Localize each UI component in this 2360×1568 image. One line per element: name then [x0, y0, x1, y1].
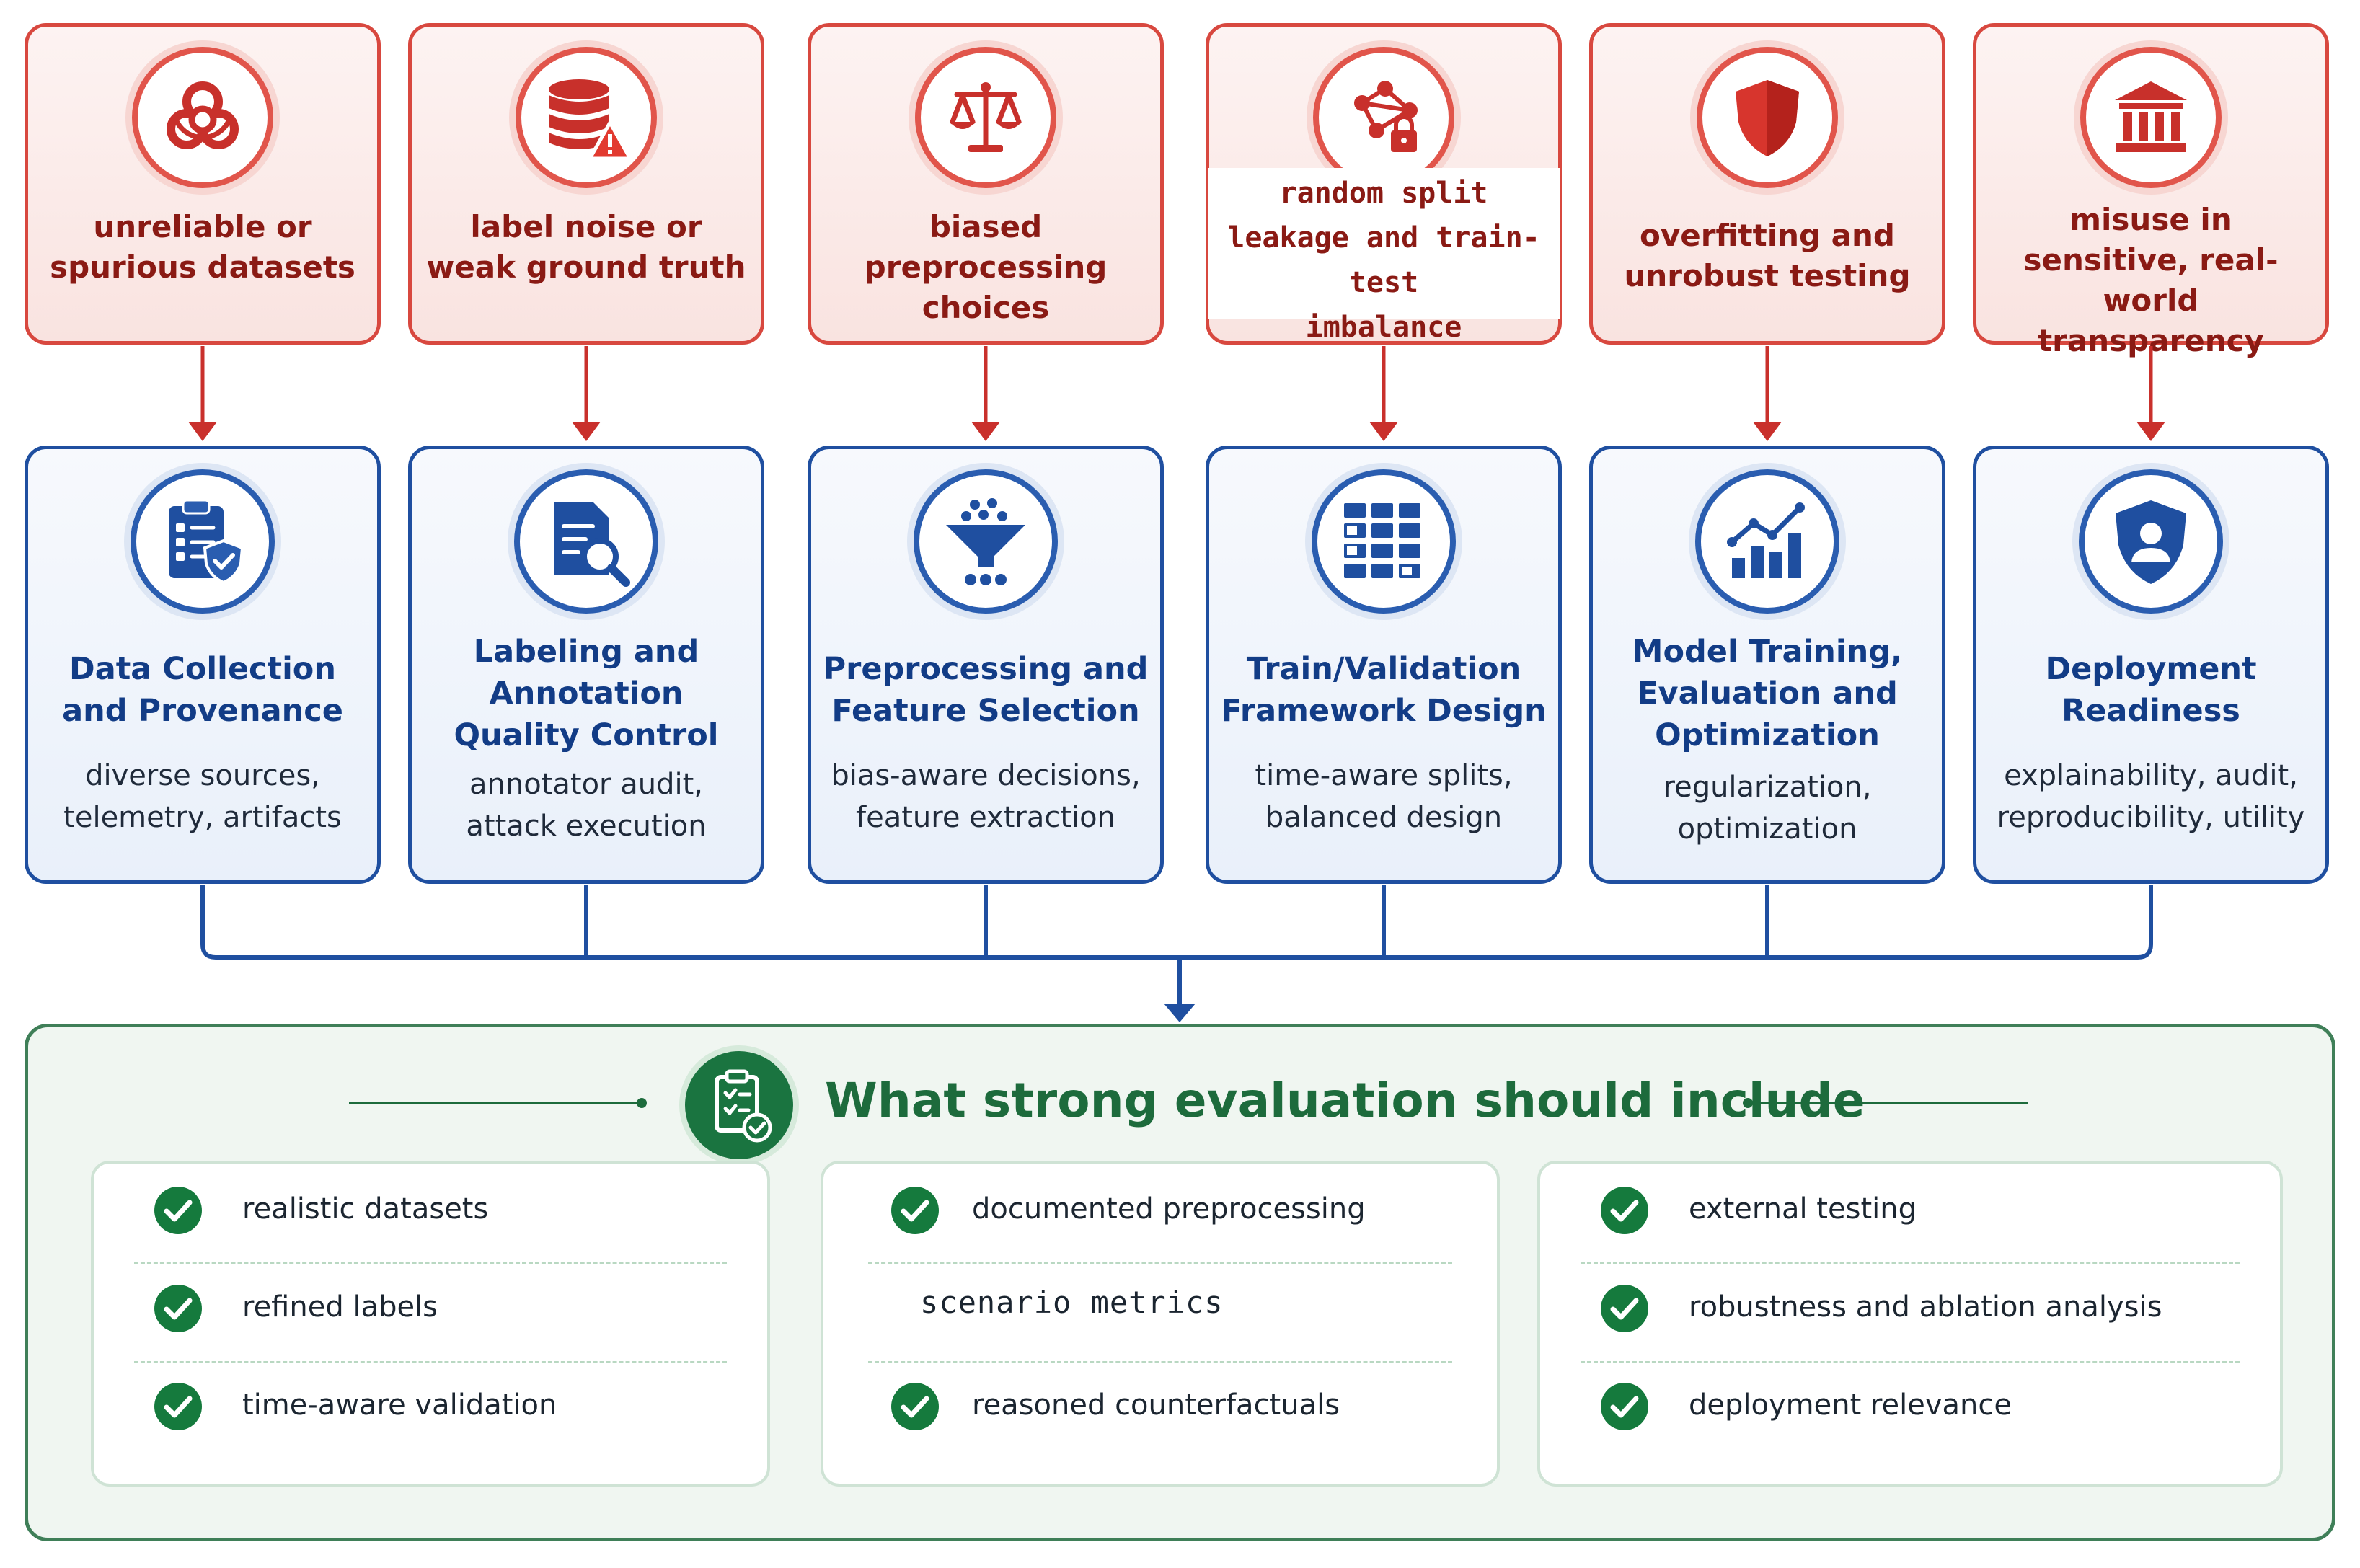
check-icon	[891, 1383, 939, 1430]
divider	[134, 1361, 727, 1363]
risk-box-preprocessing: biased preprocessing choices	[808, 23, 1164, 345]
evaluation-header-decor	[349, 1098, 2028, 1108]
divider	[134, 1262, 727, 1264]
stage-box-model-training: Model Training, Evaluation and Optimizat…	[1589, 446, 1945, 884]
evaluation-item-label: robustness and ablation analysis	[1689, 1290, 2162, 1324]
evaluation-item-label: time-aware validation	[242, 1388, 557, 1422]
risk-label: unreliable or spurious datasets	[50, 209, 355, 285]
check-icon	[154, 1187, 202, 1234]
evaluation-column: realistic datasets refined labels time-a…	[91, 1161, 770, 1487]
stage-description: explainability, audit, reproducibility, …	[1997, 759, 2305, 834]
divider	[868, 1361, 1452, 1363]
risk-label: overfitting and unrobust testing	[1624, 218, 1911, 293]
evaluation-item: documented preprocessing	[823, 1164, 1497, 1257]
risk-label: random split leakage and train-test imba…	[1208, 168, 1560, 344]
stage-box-deployment: Deployment Readiness explainability, aud…	[1973, 446, 2329, 884]
stage-title: Model Training, Evaluation and Optimizat…	[1632, 634, 1903, 753]
risk-box-misuse: misuse in sensitive, real-world transpar…	[1973, 23, 2329, 358]
risk-arrow-head	[971, 422, 1000, 441]
stage-description: regularization, optimization	[1663, 771, 1872, 846]
clipboard-check-icon	[131, 469, 275, 614]
user-shield-icon	[2079, 469, 2223, 614]
stage-box-labeling: Labeling and Annotation Quality Control …	[408, 446, 764, 884]
risk-box-datasets: unreliable or spurious datasets	[25, 23, 381, 345]
evaluation-item-label: external testing	[1689, 1192, 1917, 1226]
risk-label: label noise or weak ground truth	[426, 209, 746, 285]
divider	[1581, 1262, 2240, 1264]
evaluation-column: external testing robustness and ablation…	[1537, 1161, 2283, 1487]
evaluation-item-label: refined labels	[242, 1290, 438, 1324]
evaluation-item: deployment relevance	[1540, 1360, 2280, 1453]
stage-bus	[200, 885, 2153, 960]
divider	[868, 1262, 1452, 1264]
grid-icon	[1312, 469, 1456, 614]
bar-chart-trend-icon	[1695, 469, 1839, 614]
evaluation-item: time-aware validation	[94, 1360, 767, 1453]
stage-description: annotator audit, attack execution	[466, 768, 707, 843]
network-lock-icon	[1313, 47, 1454, 188]
check-icon	[154, 1285, 202, 1332]
evaluation-item: reasoned counterfactuals	[823, 1360, 1497, 1453]
risk-arrow-head	[188, 422, 217, 441]
scales-icon	[915, 47, 1056, 188]
institution-icon	[2080, 47, 2222, 188]
stage-title: Labeling and Annotation Quality Control	[454, 634, 719, 753]
divider	[1581, 1361, 2240, 1363]
funnel-icon	[914, 469, 1058, 614]
risk-box-overfitting: overfitting and unrobust testing	[1589, 23, 1945, 345]
stage-title: Preprocessing and Feature Selection	[823, 651, 1149, 729]
evaluation-item-label: reasoned counterfactuals	[972, 1388, 1340, 1422]
stage-title: Data Collection and Provenance	[62, 651, 343, 729]
risk-box-split-leakage: random split leakage and train-test imba…	[1206, 23, 1562, 345]
risk-label: misuse in sensitive, real-world transpar…	[2023, 202, 2279, 358]
evaluation-item-label: scenario metrics	[920, 1285, 1224, 1320]
database-warning-icon	[516, 47, 657, 188]
stage-description: bias-aware decisions, feature extraction	[831, 759, 1141, 834]
evaluation-item: realistic datasets	[94, 1164, 767, 1257]
risk-arrow-head	[2136, 422, 2165, 441]
clipboard-check-icon	[685, 1051, 793, 1159]
document-search-icon	[514, 469, 658, 614]
evaluation-item: refined labels	[94, 1262, 767, 1355]
stage-title: Train/Validation Framework Design	[1221, 651, 1547, 729]
evaluation-item-label: deployment relevance	[1689, 1388, 2012, 1422]
stage-description: diverse sources, telemetry, artifacts	[63, 759, 342, 834]
evaluation-item: external testing	[1540, 1164, 2280, 1257]
check-icon	[1601, 1187, 1648, 1234]
check-icon	[891, 1187, 939, 1234]
stage-box-data-collection: Data Collection and Provenance diverse s…	[25, 446, 381, 884]
check-icon	[1601, 1383, 1648, 1430]
evaluation-item: robustness and ablation analysis	[1540, 1262, 2280, 1355]
check-icon	[154, 1383, 202, 1430]
evaluation-title: What strong evaluation should include	[825, 1073, 1865, 1128]
stage-box-train-validation: Train/Validation Framework Design time-a…	[1206, 446, 1562, 884]
stage-bus-arrow-head	[1164, 1004, 1196, 1022]
evaluation-column: documented preprocessing scenario metric…	[821, 1161, 1500, 1487]
risk-label: biased preprocessing choices	[864, 209, 1108, 325]
connector-lines	[188, 346, 2165, 1022]
stage-box-preprocessing: Preprocessing and Feature Selection bias…	[808, 446, 1164, 884]
shield-icon	[1697, 47, 1838, 188]
risk-box-labels: label noise or weak ground truth	[408, 23, 764, 345]
risk-arrow-head	[572, 422, 601, 441]
biohazard-icon	[132, 47, 273, 188]
evaluation-item-label: realistic datasets	[242, 1192, 489, 1226]
risk-arrow-head	[1369, 422, 1398, 441]
evaluation-item: scenario metrics	[823, 1262, 1497, 1355]
evaluation-item-label: documented preprocessing	[972, 1192, 1366, 1226]
risk-arrow-head	[1753, 422, 1782, 441]
stage-description: time-aware splits, balanced design	[1255, 759, 1513, 834]
check-icon	[1601, 1285, 1648, 1332]
stage-title: Deployment Readiness	[2045, 651, 2257, 729]
